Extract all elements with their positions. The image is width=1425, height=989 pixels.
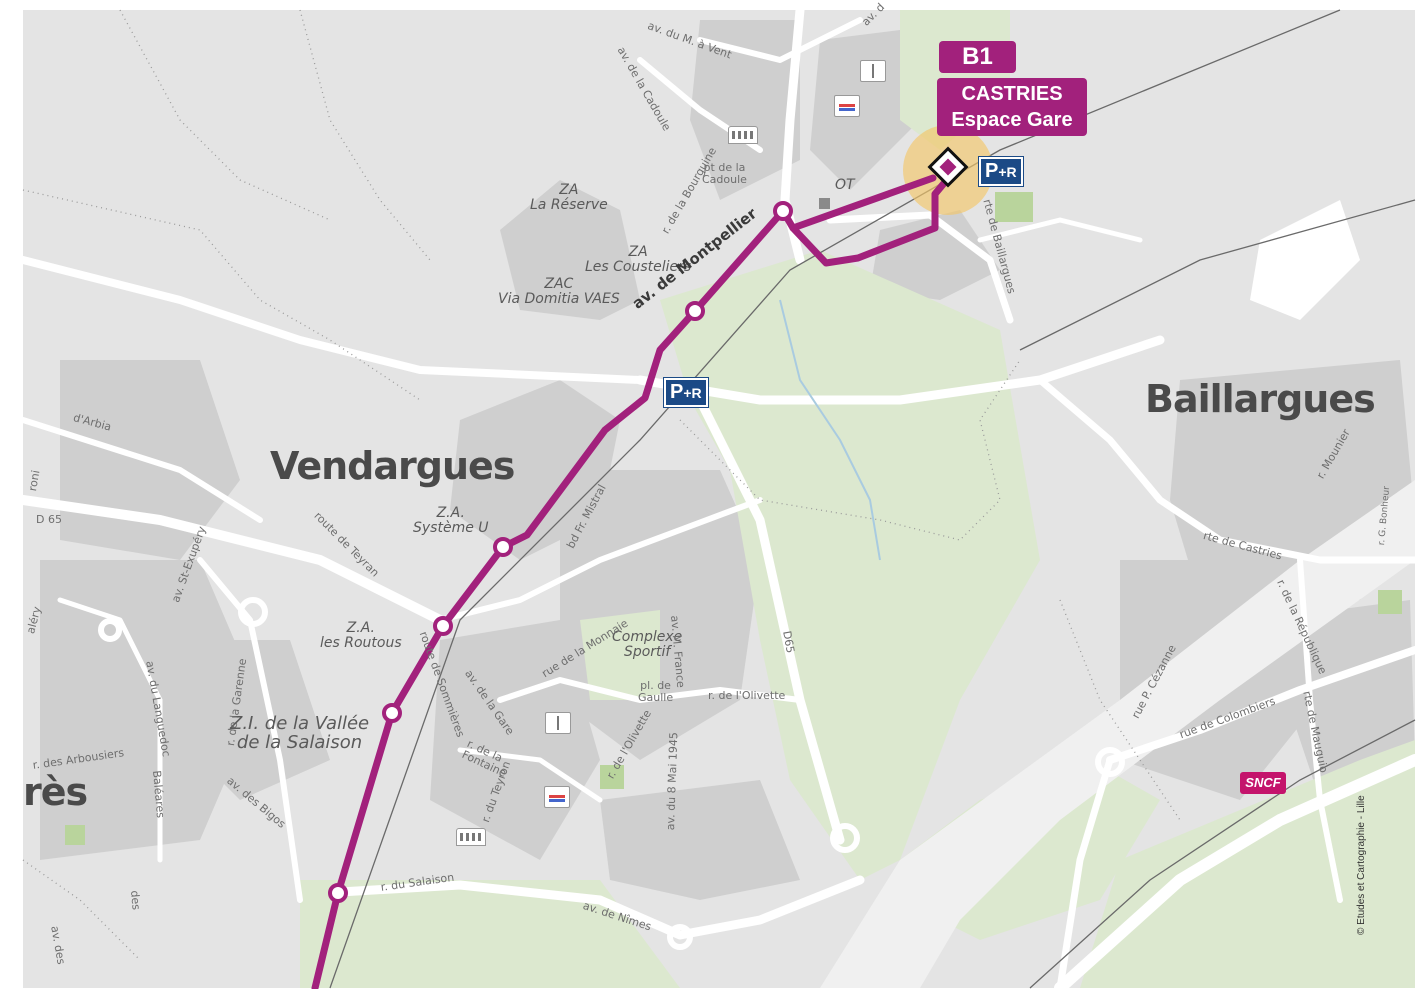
arena-icon: [456, 828, 486, 846]
park-ride-p: P: [670, 381, 684, 403]
park-ride-r: +R: [998, 164, 1017, 180]
terminus-line1: CASTRIES: [961, 83, 1063, 105]
sncf-logo[interactable]: SNCF: [1240, 772, 1286, 794]
town-vendargues: Vendargues: [270, 444, 515, 488]
town-baillargues: Baillargues: [1145, 377, 1376, 421]
terminus-line2: Espace Gare: [951, 109, 1073, 131]
park-ride-castries[interactable]: P+R: [978, 156, 1024, 187]
label-ot: OT: [835, 177, 855, 193]
street-d65-left: D 65: [36, 513, 62, 526]
park-ride-r: +R: [683, 385, 702, 401]
park-ride-p: P: [985, 160, 999, 182]
street-d65-right: D65: [780, 629, 797, 655]
town-hall-icon: [544, 786, 570, 808]
credit-text: © Etudes et Cartographie - Lille: [1356, 795, 1367, 935]
town-hall-icon: [834, 95, 860, 117]
zone-za-systeme-u: Z.A.Système U: [413, 505, 489, 536]
ot-marker: [819, 198, 830, 209]
church-icon: [545, 712, 571, 734]
park-ride-vendargues[interactable]: P+R: [663, 377, 709, 408]
street-r-olivette-1: r. de l'Olivette: [708, 689, 786, 702]
church-icon: [860, 60, 886, 82]
town-partial-left: rès: [23, 770, 88, 814]
terminus-label[interactable]: CASTRIES Espace Gare: [937, 78, 1087, 136]
zone-za-routous: Z.A.les Routous: [320, 620, 402, 651]
street-des: des: [128, 889, 143, 911]
line-badge-b1[interactable]: B1: [939, 41, 1016, 73]
arena-icon: [728, 126, 758, 144]
